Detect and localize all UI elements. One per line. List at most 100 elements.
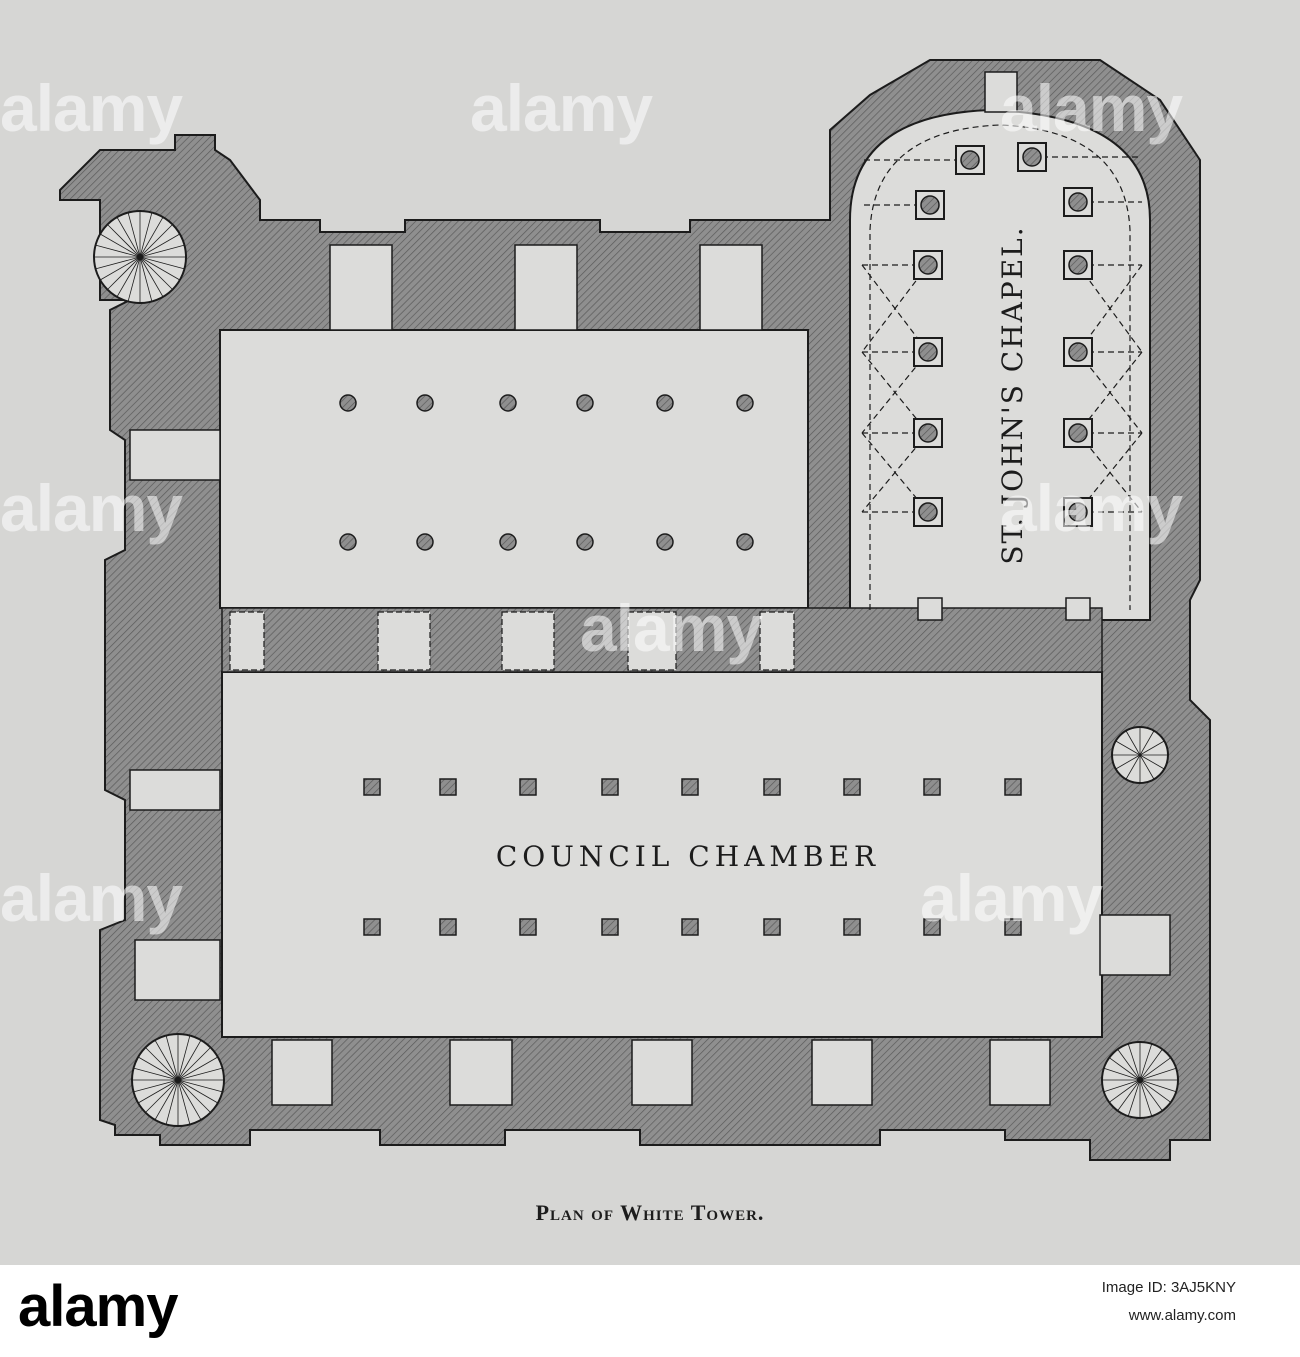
- stair-step: [177, 1056, 219, 1081]
- stair-step: [1109, 1079, 1141, 1103]
- stair-step: [1103, 1067, 1141, 1081]
- stair-step: [127, 212, 141, 258]
- square-pillar: [923, 778, 941, 796]
- stair-step: [1117, 1049, 1141, 1081]
- stair-step: [139, 212, 153, 258]
- chapel-pillar: [1068, 502, 1088, 522]
- stair-step: [133, 1067, 179, 1081]
- stair-step: [1139, 1079, 1177, 1093]
- stair-step: [139, 216, 164, 258]
- stair-step: [95, 256, 141, 270]
- vault-rib: [861, 351, 929, 434]
- square-pillar: [439, 778, 457, 796]
- stair-step: [1139, 754, 1165, 770]
- chapel-pillar: [960, 150, 980, 170]
- square-pillar: [1004, 918, 1022, 936]
- square-pillar: [843, 778, 861, 796]
- vault-rib: [861, 264, 929, 353]
- square-pillar: [601, 778, 619, 796]
- square-pillar: [363, 918, 381, 936]
- stair-sw: [131, 1033, 225, 1127]
- square-pillar: [363, 778, 381, 796]
- round-pillar: [576, 533, 594, 551]
- stair-step: [177, 1039, 202, 1081]
- square-pillar: [923, 918, 941, 936]
- chapel-pillar: [1022, 147, 1042, 167]
- round-pillar: [416, 533, 434, 551]
- stair-step: [1139, 754, 1155, 780]
- vault-rib: [861, 432, 929, 513]
- stair-nw: [93, 210, 187, 304]
- council-chamber: [221, 671, 1103, 1038]
- window-recesses-bottom: [271, 1039, 1051, 1106]
- round-pillar: [656, 533, 674, 551]
- square-pillar: [681, 918, 699, 936]
- stair-step: [139, 256, 185, 270]
- square-pillar: [1004, 778, 1022, 796]
- stair-step: [1139, 1079, 1153, 1117]
- stair-step: [177, 1067, 223, 1081]
- chapel-pillar: [918, 342, 938, 362]
- footer-logo: alamy: [18, 1274, 178, 1339]
- round-pillar: [499, 533, 517, 551]
- stair-step: [177, 1047, 211, 1081]
- round-pillar: [499, 394, 517, 412]
- stair-e: [1111, 726, 1169, 784]
- square-pillar: [763, 778, 781, 796]
- stair-step: [139, 224, 173, 258]
- stair-step: [145, 1047, 179, 1081]
- round-pillar: [736, 533, 754, 551]
- chapel-pillar: [920, 195, 940, 215]
- floor-plan: COUNCIL CHAMBER ST. JOHN'S CHAPEL.: [59, 59, 1211, 1161]
- stair-step: [165, 1079, 179, 1125]
- footer: alamy Image ID: 3AJ5KNY www.alamy.com: [0, 1265, 1300, 1357]
- stair-step: [1127, 1079, 1141, 1117]
- stair-step: [177, 1079, 202, 1121]
- square-pillar: [439, 918, 457, 936]
- stair-step: [116, 256, 141, 298]
- round-pillar: [416, 394, 434, 412]
- square-pillar: [843, 918, 861, 936]
- footer-url: www.alamy.com: [1128, 1307, 1236, 1324]
- round-pillar: [576, 394, 594, 412]
- stair-step: [127, 256, 141, 302]
- stair-se: [1101, 1041, 1179, 1119]
- stair-step: [107, 224, 141, 258]
- stair-step: [99, 256, 141, 281]
- stair-step: [139, 244, 185, 258]
- stair-step: [137, 1079, 179, 1104]
- chapel-label: ST. JOHN'S CHAPEL.: [996, 225, 1029, 564]
- stair-step: [165, 1035, 179, 1081]
- stair-step: [1139, 1057, 1171, 1081]
- stair-step: [95, 244, 141, 258]
- square-pillar: [681, 778, 699, 796]
- stair-step: [177, 1079, 223, 1093]
- stair-step: [1125, 754, 1141, 780]
- stair-step: [99, 233, 141, 258]
- chapel-pillar: [1068, 255, 1088, 275]
- stair-step: [1139, 1079, 1163, 1111]
- chapel-pillar: [918, 255, 938, 275]
- stair-step: [139, 256, 153, 302]
- stair-step: [1139, 1067, 1177, 1081]
- council-chamber-pillars: [363, 778, 1022, 936]
- stair-step: [1109, 1057, 1141, 1081]
- upper-hall-pillars: [339, 394, 754, 551]
- stair-step: [177, 1079, 191, 1125]
- stair-step: [1103, 1079, 1141, 1093]
- square-pillar: [763, 918, 781, 936]
- chapel-respond: [1065, 597, 1091, 621]
- window-recesses-top: [329, 244, 763, 331]
- stair-step: [107, 256, 141, 290]
- vault-rib: [1077, 351, 1143, 434]
- stair-step: [177, 1035, 191, 1081]
- stair-step: [145, 1079, 179, 1113]
- stair-step: [1139, 740, 1165, 756]
- square-pillar: [519, 778, 537, 796]
- stair-step: [1117, 1079, 1141, 1111]
- stair-step: [1139, 1079, 1171, 1103]
- stair-step: [139, 256, 173, 290]
- stair-step: [116, 216, 141, 258]
- chapel-pillar: [918, 502, 938, 522]
- stair-step: [139, 256, 164, 298]
